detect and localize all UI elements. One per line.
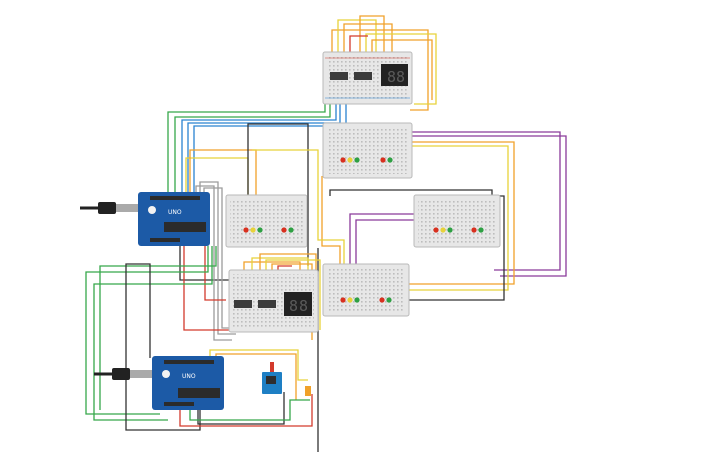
wire[interactable] <box>386 131 561 271</box>
led-group-top[interactable] <box>340 157 393 163</box>
wire[interactable] <box>93 246 213 421</box>
wire[interactable] <box>252 149 345 266</box>
led-icon[interactable] <box>347 297 353 303</box>
usb-cable-icon <box>80 202 138 214</box>
breadboard-mid-leds[interactable] <box>322 263 410 317</box>
wire[interactable] <box>193 96 347 192</box>
led-icon[interactable] <box>354 157 360 163</box>
display-digit: 8 <box>299 297 308 315</box>
wire[interactable] <box>174 95 331 192</box>
wire[interactable] <box>400 141 515 285</box>
led-icon[interactable] <box>281 227 287 233</box>
wire[interactable] <box>167 90 326 192</box>
led-group-mid-bottom[interactable] <box>340 297 392 303</box>
display-digit: 8 <box>396 68 405 86</box>
arduino-uno-top[interactable]: UNO <box>138 192 210 246</box>
wire[interactable] <box>406 145 509 291</box>
wire[interactable] <box>243 261 301 270</box>
ic-chip-icon[interactable] <box>234 300 252 308</box>
wire[interactable] <box>204 246 226 301</box>
board-label: UNO <box>182 373 196 380</box>
led-icon[interactable] <box>380 157 386 163</box>
wire[interactable] <box>329 189 493 196</box>
led-icon[interactable] <box>478 227 484 233</box>
led-icon[interactable] <box>387 157 393 163</box>
breadboard-top-leds[interactable] <box>322 122 413 179</box>
wire[interactable] <box>277 265 292 270</box>
wire[interactable] <box>404 135 567 277</box>
wire[interactable] <box>365 33 437 105</box>
led-group-mid-left[interactable] <box>243 227 294 233</box>
display-digit: 8 <box>387 68 396 86</box>
ic-chip-icon[interactable] <box>330 72 348 80</box>
ic-chip-icon[interactable] <box>258 300 276 308</box>
led-icon[interactable] <box>243 227 249 233</box>
board-label: UNO <box>168 209 182 216</box>
led-group-mid-right[interactable] <box>433 227 484 233</box>
led-icon[interactable] <box>257 227 263 233</box>
led-icon[interactable] <box>340 157 346 163</box>
led-icon[interactable] <box>386 297 392 303</box>
arduino-uno-bottom[interactable]: UNO <box>152 356 224 410</box>
wire[interactable] <box>337 19 377 52</box>
led-icon[interactable] <box>433 227 439 233</box>
wire[interactable] <box>187 96 341 192</box>
led-icon[interactable] <box>250 227 256 233</box>
wire[interactable] <box>321 176 341 266</box>
wire[interactable] <box>343 23 393 52</box>
usb-cable-icon <box>94 368 152 380</box>
breadboard-mid-left[interactable] <box>225 194 308 248</box>
seven-segment-display-mid[interactable]: 8 8 <box>284 292 312 316</box>
led-icon[interactable] <box>471 227 477 233</box>
wire[interactable] <box>125 263 201 431</box>
breadboard-mid-right[interactable] <box>413 194 501 248</box>
led-icon[interactable] <box>447 227 453 233</box>
ic-chip-icon[interactable] <box>354 72 372 80</box>
wire[interactable] <box>99 246 217 410</box>
wire[interactable] <box>247 123 309 266</box>
led-icon[interactable] <box>379 297 385 303</box>
led-icon[interactable] <box>288 227 294 233</box>
wire[interactable] <box>181 96 337 192</box>
seven-segment-display-top[interactable]: 8 8 <box>381 64 408 86</box>
wire[interactable] <box>85 246 209 415</box>
led-icon[interactable] <box>440 227 446 233</box>
wire[interactable] <box>179 394 313 427</box>
wire[interactable] <box>265 259 321 330</box>
wire[interactable] <box>371 39 433 100</box>
wire[interactable] <box>331 29 429 111</box>
wire[interactable] <box>189 399 310 421</box>
led-icon[interactable] <box>347 157 353 163</box>
wire[interactable] <box>189 149 257 212</box>
led-icon[interactable] <box>340 297 346 303</box>
wire[interactable] <box>349 35 368 52</box>
wire[interactable] <box>197 392 285 425</box>
display-digit: 8 <box>289 297 298 315</box>
led-icon[interactable] <box>354 297 360 303</box>
sensor-module-icon[interactable] <box>262 362 311 396</box>
